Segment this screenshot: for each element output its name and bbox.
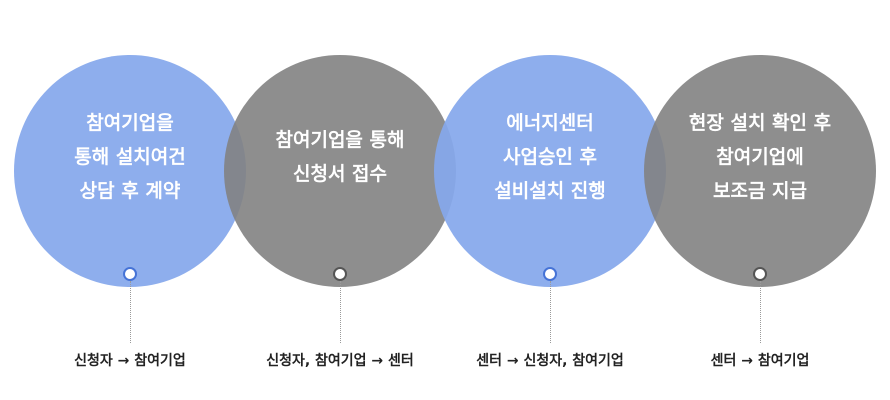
step-4-circle: 현장 설치 확인 후 참여기업에 보조금 지급 (644, 55, 876, 287)
step-2-role-label: 신청자, 참여기업 → 센터 (266, 353, 414, 369)
step-3-line-2: 사업승인 후 (502, 146, 597, 168)
step-4-line-2: 참여기업에 (716, 146, 804, 168)
step-4-connector (760, 281, 761, 343)
step-3-text: 에너지센터 사업승인 후 설비설치 진행 (455, 106, 645, 208)
step-3-marker (543, 267, 557, 281)
step-2-connector (340, 281, 341, 343)
step-1-role-label: 신청자 → 참여기업 (74, 353, 186, 369)
step-2-circle: 참여기업을 통해 신청서 접수 (224, 55, 456, 287)
step-4-line-1: 현장 설치 확인 후 (688, 112, 832, 134)
step-3-circle: 에너지센터 사업승인 후 설비설치 진행 (434, 55, 666, 287)
step-1-circle: 참여기업을 통해 설치여건 상담 후 계약 (14, 55, 246, 287)
step-2-line-2: 신청서 접수 (292, 163, 387, 185)
step-3-connector (550, 281, 551, 343)
step-4-line-3: 보조금 지급 (712, 180, 807, 202)
step-2-text: 참여기업을 통해 신청서 접수 (245, 123, 435, 191)
step-1-marker (123, 267, 137, 281)
step-4-role-label: 센터 → 참여기업 (710, 353, 810, 369)
step-1-line-3: 상담 후 계약 (79, 180, 181, 202)
step-3-role-label: 센터 → 신청자, 참여기업 (476, 353, 624, 369)
step-3-line-3: 설비설치 진행 (494, 180, 606, 202)
step-1-text: 참여기업을 통해 설치여건 상담 후 계약 (35, 106, 225, 208)
step-2-line-1: 참여기업을 통해 (275, 129, 405, 151)
step-3-line-1: 에너지센터 (506, 112, 594, 134)
step-1-line-1: 참여기업을 (86, 112, 174, 134)
step-1-connector (130, 281, 131, 343)
step-1-line-2: 통해 설치여건 (74, 146, 186, 168)
step-2-marker (333, 267, 347, 281)
step-4-marker (753, 267, 767, 281)
step-4-text: 현장 설치 확인 후 참여기업에 보조금 지급 (665, 106, 855, 208)
